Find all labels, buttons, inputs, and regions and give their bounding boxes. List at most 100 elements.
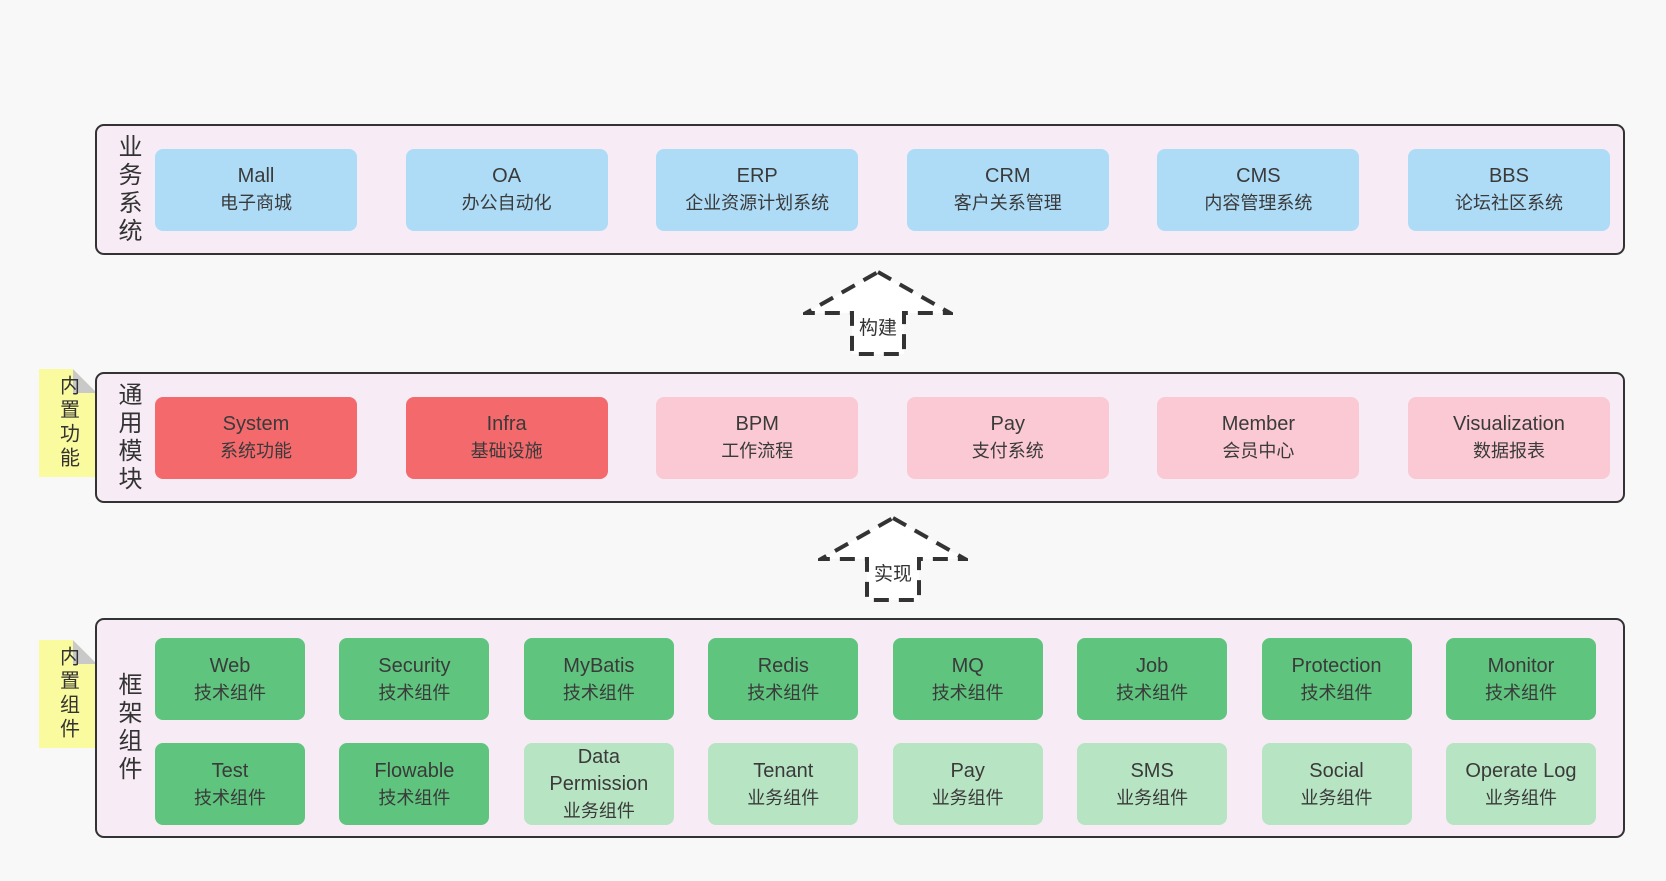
implement-arrow-label: 实现 <box>869 559 917 586</box>
box-title: Visualization <box>1453 413 1565 435</box>
box-title: Member <box>1221 413 1296 435</box>
box-subtitle: 技术组件 <box>378 787 451 808</box>
box-subtitle: 技术组件 <box>194 787 266 808</box>
box-mq: MQ 技术组件 <box>892 638 1043 720</box>
box-subtitle: 技术组件 <box>562 682 635 703</box>
box-subtitle: 论坛社区系统 <box>1454 193 1563 213</box>
box-title: SMS <box>1130 759 1174 782</box>
box-title: MyBatis <box>563 654 635 677</box>
box-subtitle: 业务组件 <box>747 787 820 808</box>
box-redis: Redis 技术组件 <box>708 638 859 720</box>
box-subtitle: 技术组件 <box>1484 682 1557 703</box>
box-bbs: BBS 论坛社区系统 <box>1407 148 1610 231</box>
box-title: ERP <box>736 165 778 187</box>
box-title: MQ <box>951 654 984 677</box>
box-title: Pay <box>950 759 985 782</box>
box-member: Member 会员中心 <box>1157 396 1360 479</box>
box-data-permission: Data Permission 业务组件 <box>523 743 674 825</box>
box-title: Job <box>1135 654 1169 677</box>
box-title: BPM <box>735 413 779 435</box>
note-built-in-components: 内置组件 <box>39 640 97 748</box>
box-title: Tenant <box>753 759 814 782</box>
panel-modules-label: 通用模块 <box>114 381 141 494</box>
implement-arrow: 实现 <box>818 514 968 604</box>
box-test: Test 技术组件 <box>155 743 305 825</box>
box-title: Security <box>378 654 451 677</box>
box-title: Mall <box>237 165 275 187</box>
box-bpm: BPM 工作流程 <box>656 396 859 479</box>
box-tenant: Tenant 业务组件 <box>708 743 859 825</box>
modules-box-row: System 系统功能 Infra 基础设施 BPM 工作流程 Pay 支付系统 Member 会… <box>97 396 1623 479</box>
business-box-row: Mall 电子商城 OA 办公自动化 ERP 企业资源计划系统 CRM 客户关系管理 CMS 内容… <box>97 148 1623 231</box>
box-subtitle: 数据报表 <box>1472 441 1545 461</box>
box-subtitle: 技术组件 <box>931 682 1004 703</box>
box-pay: Pay 业务组件 <box>892 743 1043 825</box>
box-title: System <box>222 413 290 435</box>
box-mall: Mall 电子商城 <box>155 148 357 231</box>
panel-framework-label: 框架组件 <box>114 672 141 784</box>
box-subtitle: 业务组件 <box>1116 787 1189 808</box>
box-subtitle: 技术组件 <box>1300 682 1373 703</box>
box-web: Web 技术组件 <box>155 638 305 720</box>
box-subtitle: 基础设施 <box>470 441 543 461</box>
note-built-in-features: 内置功能 <box>39 369 97 477</box>
box-title: Test <box>211 759 249 782</box>
box-subtitle: 内容管理系统 <box>1204 193 1313 213</box>
box-subtitle: 技术组件 <box>747 682 820 703</box>
panel-business-systems: 业务系统 Mall 电子商城 OA 办公自动化 ERP 企业资源计划系统 CRM 客户关系管理… <box>95 124 1625 255</box>
box-subtitle: 技术组件 <box>1116 682 1189 703</box>
box-title: Protection <box>1291 654 1382 677</box>
box-subtitle: 企业资源计划系统 <box>685 193 830 213</box>
panel-common-modules: 通用模块 System 系统功能 Infra 基础设施 BPM 工作流程 Pay 支付系统 Me… <box>95 372 1625 503</box>
box-subtitle: 业务组件 <box>931 787 1004 808</box>
box-monitor: Monitor 技术组件 <box>1445 638 1596 720</box>
box-subtitle: 业务组件 <box>1300 787 1373 808</box>
box-title: Pay <box>990 413 1026 435</box>
box-title: Infra <box>486 413 527 435</box>
build-arrow-label: 构建 <box>854 313 902 340</box>
box-subtitle: 支付系统 <box>971 441 1044 461</box>
box-infra: Infra 基础设施 <box>405 396 608 479</box>
box-title: Social <box>1309 759 1364 782</box>
box-subtitle: 系统功能 <box>220 441 292 461</box>
build-arrow: 构建 <box>803 268 953 358</box>
box-title: Web <box>209 654 251 677</box>
box-erp: ERP 企业资源计划系统 <box>656 148 859 231</box>
box-subtitle: 工作流程 <box>721 441 794 461</box>
box-subtitle: 电子商城 <box>220 193 292 213</box>
box-title: Data Permission <box>549 746 649 795</box>
panel-business-label: 业务系统 <box>114 133 141 246</box>
box-subtitle: 会员中心 <box>1222 441 1295 461</box>
box-title: CRM <box>985 165 1031 187</box>
box-title: OA <box>492 165 522 187</box>
note-built-in-components-label: 内置组件 <box>56 646 79 742</box>
box-subtitle: 业务组件 <box>1484 787 1557 808</box>
box-crm: CRM 客户关系管理 <box>906 148 1109 231</box>
box-social: Social 业务组件 <box>1261 743 1412 825</box>
box-title: Flowable <box>374 759 455 782</box>
box-subtitle: 技术组件 <box>194 682 266 703</box>
box-mybatis: MyBatis 技术组件 <box>523 638 674 720</box>
box-title: Operate Log <box>1465 759 1577 782</box>
box-subtitle: 办公自动化 <box>461 193 552 213</box>
box-title: CMS <box>1236 165 1281 187</box>
box-title: BBS <box>1488 165 1529 187</box>
box-pay: Pay 支付系统 <box>906 396 1109 479</box>
box-title: Redis <box>757 654 809 677</box>
box-protection: Protection 技术组件 <box>1261 638 1412 720</box>
box-title: Monitor <box>1487 654 1555 677</box>
box-operate-log: Operate Log 业务组件 <box>1445 743 1596 825</box>
note-built-in-features-label: 内置功能 <box>56 375 79 471</box>
box-flowable: Flowable 技术组件 <box>339 743 490 825</box>
box-subtitle: 业务组件 <box>562 801 635 821</box>
box-subtitle: 客户关系管理 <box>953 193 1062 213</box>
box-oa: OA 办公自动化 <box>405 148 608 231</box>
box-system: System 系统功能 <box>155 396 357 479</box>
box-cms: CMS 内容管理系统 <box>1157 148 1360 231</box>
box-sms: SMS 业务组件 <box>1077 743 1228 825</box>
